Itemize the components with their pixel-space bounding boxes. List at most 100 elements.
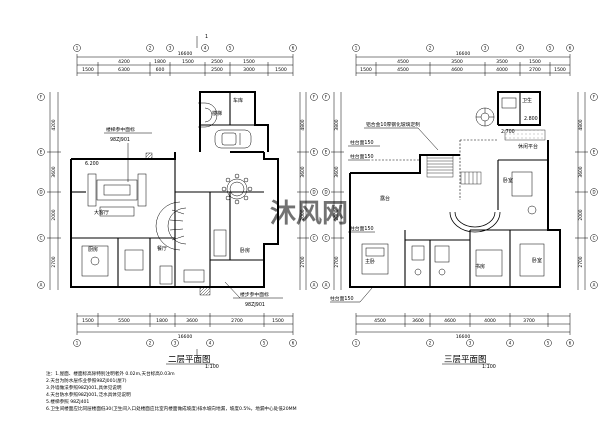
right-callout-pillar2: 柱台面150 <box>350 153 374 160</box>
right-top-dim2-3: 4600 <box>451 67 463 73</box>
right-callout-pillar4: 柱台面150 <box>330 295 354 302</box>
left-plan-title: 二层平面图 <box>168 355 211 365</box>
right-right-dim-2: 3600 <box>578 166 584 177</box>
left-axis-F: F <box>40 95 43 100</box>
right-bottom-dim-4: 4000 <box>484 318 496 324</box>
right-stair-block <box>426 154 482 185</box>
left-plan-scale: 1:100 <box>205 364 219 370</box>
left-top-dim-4: 2500 <box>211 59 223 65</box>
right-axis-A-r: A <box>593 283 596 288</box>
left-section-mark: 1 <box>205 34 208 40</box>
left-axis-D: D <box>39 190 42 195</box>
right-curved-bay <box>449 211 501 233</box>
left-side-dimensions <box>47 92 309 290</box>
right-top-dim-2: 3500 <box>451 59 463 65</box>
left-axis-A-r: A <box>313 283 316 288</box>
left-right-dim-3: 2000 <box>300 209 306 220</box>
left-inner-walls <box>71 92 264 287</box>
left-floor-plan: 16600 4200 1800 1500 2500 1500 1500 6 300… <box>37 34 318 370</box>
right-side-dim-4: 2700 <box>334 256 340 267</box>
left-callout-lines <box>104 36 283 356</box>
right-top-dim2-6: 1500 <box>554 67 566 73</box>
right-callout-railing: 铝合金10厚钢化玻璃定制 <box>366 121 420 128</box>
left-axis-C-r: C <box>313 236 316 241</box>
right-axis-D-r: D <box>592 190 595 195</box>
right-spiral-stair <box>475 107 495 127</box>
left-bottom-dim-3: 1800 <box>156 318 168 324</box>
left-axis-top-3: 3 <box>169 46 172 51</box>
left-top-dim2-5: 3000 <box>243 67 255 73</box>
right-elev2: 2.800 <box>524 116 538 122</box>
left-right-dim-4: 2700 <box>300 256 306 267</box>
note-line-4: 4.天台防水参照98ZJ001,泛水具体见说明 <box>46 393 131 398</box>
right-room-study: 书房 <box>475 263 485 270</box>
right-floor-plan: 16600 4500 3500 3500 1500 1500 4500 4600… <box>322 44 598 370</box>
left-axis-A: A <box>40 283 43 288</box>
right-top-dim-4: 1500 <box>529 59 541 65</box>
left-axis-C: C <box>40 236 43 241</box>
left-right-dim-1: 4800 <box>300 119 306 130</box>
right-axis-top-4: 4 <box>519 46 522 51</box>
left-axis-bottom <box>73 339 297 347</box>
note-line-1: 注：1.屋面、楼面标高除特别注明者外 0.02m,天台标高0.03m <box>46 372 175 377</box>
right-callout-pillar3: 柱台面150 <box>350 225 374 232</box>
left-top-dim2-3: 600 <box>156 67 165 73</box>
left-callout-label-2: 楼步参中面标 <box>240 291 269 298</box>
left-top-dim2-4: 2500 <box>211 67 223 73</box>
left-axis-F-r: F <box>313 95 316 100</box>
left-top-dim-overall: 16600 <box>178 51 193 57</box>
right-right-dim-1: 4800 <box>578 119 584 130</box>
right-plan-title: 三层平面图 <box>444 355 487 365</box>
right-bottom-dim-overall: 16600 <box>456 334 471 340</box>
right-room-bedroom: 卧室 <box>503 177 513 184</box>
right-axis-top-6: 6 <box>569 46 572 51</box>
right-axis-top-3: 3 <box>484 46 487 51</box>
left-axis-top <box>73 44 297 52</box>
right-bottom-dimensions <box>355 313 571 335</box>
left-car-icon <box>214 129 252 149</box>
left-stair-top <box>198 102 218 128</box>
left-top-dim-3: 1500 <box>182 59 194 65</box>
right-axis-F: F <box>325 95 328 100</box>
right-railing <box>368 139 498 200</box>
right-bottom-dim-2: 3600 <box>412 318 424 324</box>
left-side-dim-1: 4200 <box>51 119 57 130</box>
left-top-dim2-6: 1500 <box>275 67 287 73</box>
left-axis-top-4: 4 <box>204 46 207 51</box>
right-axis-side <box>322 93 598 289</box>
right-axis-C-r: C <box>593 236 596 241</box>
right-balcony-floor <box>504 129 546 141</box>
right-axis-E-r: E <box>593 150 596 155</box>
left-axis-top-1: 1 <box>76 46 79 51</box>
left-axis-bottom-4: 4 <box>209 341 212 346</box>
left-axis-top-2: 2 <box>149 46 152 51</box>
right-axis-bottom-3: 3 <box>469 341 472 346</box>
right-room-leisure: 休闲平台 <box>518 143 538 150</box>
right-callout-pillar1: 柱台面150 <box>350 139 374 146</box>
right-elev: 2.700 <box>501 129 515 135</box>
left-bottom-dim-1: 1500 <box>82 318 94 324</box>
left-axis-bottom-6: 6 <box>292 341 295 346</box>
left-callout-label: 楼梯参中面标 <box>106 126 135 133</box>
right-top-dimensions <box>355 54 571 76</box>
left-axis-bottom-3: 3 <box>174 341 177 346</box>
right-inner-walls <box>404 92 548 287</box>
note-line-5: 5.楼梯参照 98ZJ401 <box>46 400 90 405</box>
right-top-dim2-1: 1500 <box>360 67 372 73</box>
left-axis-bottom-5: 5 <box>263 341 266 346</box>
left-room-living: 大客厅 <box>94 209 109 216</box>
right-right-dim-3: 2000 <box>578 209 584 220</box>
left-column-2 <box>199 286 211 296</box>
left-top-dim-5: 1500 <box>243 59 255 65</box>
left-axis-bottom-1: 1 <box>76 341 79 346</box>
right-room-bath: 卫生 <box>522 97 532 104</box>
left-bottom-dimensions <box>76 313 294 335</box>
right-top-dim2-4: 4000 <box>496 67 508 73</box>
right-room-master: 主卧 <box>365 258 375 265</box>
right-axis-top-1: 1 <box>355 46 358 51</box>
left-bottom-dim-4: 3600 <box>186 318 198 324</box>
right-axis-D: D <box>324 190 327 195</box>
left-top-dimensions <box>76 54 294 76</box>
right-top-dim-overall: 16600 <box>456 51 471 57</box>
